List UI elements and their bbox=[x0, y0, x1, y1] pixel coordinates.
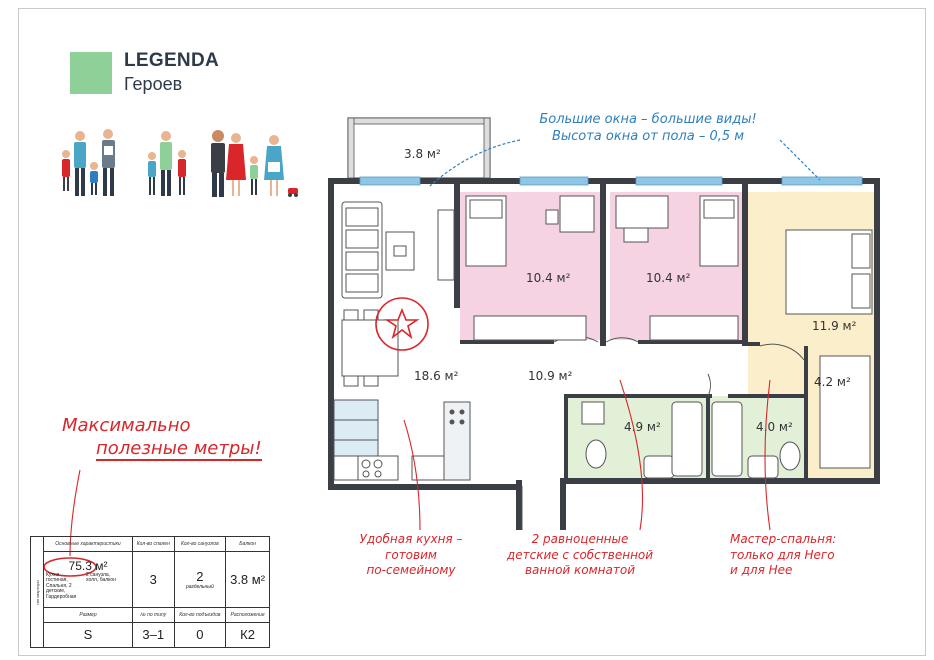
master-annotation: Мастер-спальня: только для Него и для Не… bbox=[730, 532, 870, 579]
table-cell-area: 75.3 м² Кухня-гостиная, Спальня, 2 детск… bbox=[43, 550, 133, 609]
table-cell-bedrooms: 3 bbox=[131, 550, 175, 609]
table-cell-type-number: 3–1 bbox=[131, 621, 175, 649]
characteristics-table: тип квартиры Основные характеристики Кол… bbox=[30, 536, 270, 649]
room-area-living: 18.6 м² bbox=[414, 369, 459, 383]
room-area-kids-2: 10.4 м² bbox=[646, 271, 691, 285]
room-area-bath-1: 4.9 м² bbox=[624, 420, 661, 434]
table-cell-location: К2 bbox=[225, 621, 270, 649]
useful-meters-annotation: Максимально полезные метры! bbox=[62, 414, 292, 462]
family-group-1 bbox=[62, 129, 115, 196]
area-value: 75.3 м² bbox=[68, 558, 108, 573]
table-cell-balcony: 3.8 м² bbox=[225, 550, 270, 609]
star-marker bbox=[375, 297, 429, 351]
kids-annotation: 2 равноценные детские с собственной ванн… bbox=[500, 532, 660, 579]
area-note-2: 2 санузла, холл, балкон bbox=[86, 571, 116, 584]
master-line-1: Мастер-спальня: bbox=[730, 532, 837, 546]
table-cell-size: S bbox=[43, 621, 133, 649]
table-header-bedrooms: Кол-во спален bbox=[131, 536, 175, 552]
room-area-hall: 10.9 м² bbox=[528, 369, 573, 383]
table-header-type-number: № по типу bbox=[131, 607, 175, 623]
kids-line-3: ванной комнатой bbox=[524, 563, 636, 578]
table-header-balcony: Балкон bbox=[225, 536, 270, 552]
living-furniture bbox=[341, 201, 455, 387]
bathrooms-value: 2 bbox=[196, 568, 204, 584]
room-area-bath-2: 4.0 м² bbox=[756, 420, 793, 434]
kitchen-annotation: Удобная кухня – готовим по-семейному bbox=[336, 532, 486, 579]
table-header-main: Основные характеристики bbox=[43, 536, 133, 552]
family-illustration bbox=[62, 129, 298, 197]
useful-line-1: Максимально bbox=[62, 415, 191, 436]
brand-title: LEGENDA bbox=[124, 50, 219, 71]
bathrooms-note: раздельный bbox=[185, 583, 214, 590]
table-cell-entrances: 0 bbox=[173, 621, 227, 649]
table-header-bathrooms: Кол-во санузлов bbox=[173, 536, 227, 552]
family-group-2 bbox=[148, 131, 186, 196]
family-group-3 bbox=[211, 130, 298, 197]
room-area-master: 11.9 м² bbox=[812, 319, 857, 333]
master-line-3: и для Нее bbox=[730, 563, 793, 578]
windows-annotation: Большие окна – большие виды! Высота окна… bbox=[510, 112, 786, 146]
kitchen-line-1: Удобная кухня – bbox=[359, 532, 463, 546]
kids-line-2: детские с собственной bbox=[506, 547, 654, 562]
kitchen-line-2: готовим bbox=[385, 547, 437, 562]
area-note: Кухня-гостиная, Спальня, 2 детские, Гард… bbox=[46, 571, 77, 600]
room-area-balcony: 3.8 м² bbox=[404, 147, 441, 161]
table-side-label: тип квартиры bbox=[30, 536, 44, 648]
table-cell-bathrooms: 2 раздельный bbox=[173, 550, 227, 609]
room-area-wardrobe: 4.2 м² bbox=[814, 375, 851, 389]
logo-square bbox=[70, 52, 112, 94]
windows-line-2: Высота окна от пола – 0,5 м bbox=[551, 128, 745, 144]
useful-line-2: полезные метры! bbox=[96, 438, 262, 462]
kids-furniture bbox=[465, 195, 739, 341]
floor-plan bbox=[328, 117, 880, 530]
master-furniture bbox=[785, 229, 873, 469]
kids-line-1: 2 равноценные bbox=[531, 532, 629, 546]
windows bbox=[359, 176, 863, 186]
table-header-size: Размер bbox=[43, 607, 133, 623]
windows-line-1: Большие окна – большие виды! bbox=[539, 112, 757, 127]
table-header-location: Расположение bbox=[225, 607, 270, 623]
kitchen bbox=[333, 399, 471, 481]
table-header-entrances: Кол-во подъездов bbox=[173, 607, 227, 623]
kitchen-line-3: по-семейному bbox=[366, 563, 456, 578]
room-area-kids-1: 10.4 м² bbox=[526, 271, 571, 285]
brand-subtitle: Героев bbox=[124, 74, 183, 94]
master-line-2: только для Него bbox=[730, 547, 835, 562]
